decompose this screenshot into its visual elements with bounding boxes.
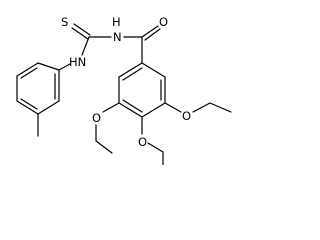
bond-nh-ring — [58, 63, 71, 71]
bond-carbonyl-1 — [141, 25, 159, 38]
bond-ring2-inner-2 — [122, 99, 143, 113]
molecule-diagram: S HN H N O O O O — [16, 15, 232, 165]
bond-ring2-f — [141, 62, 166, 78]
bonds — [16, 23, 232, 165]
bond-ring-o-right — [164, 102, 182, 113]
bond-ring2-inner-1 — [122, 67, 143, 81]
bond-carbonyl-2 — [144, 28, 161, 41]
bond-ring1-inner-1 — [20, 67, 38, 79]
atom-ethoxy-oxygen-middle: O — [138, 135, 147, 149]
atom-ethoxy-oxygen-left: O — [92, 111, 101, 125]
bond-thiocarbonyl-1 — [73, 23, 91, 36]
atom-ethoxy-oxygen-right: O — [182, 109, 191, 123]
bond-ring2-a — [118, 62, 143, 78]
bond-ring2-d — [141, 102, 166, 118]
bond-ch2-ch3-left — [95, 140, 113, 154]
bond-thiocarbonyl-2 — [71, 27, 89, 40]
bond-ring1-e — [37, 100, 60, 115]
structure-canvas: S HN H N O O O O — [16, 15, 232, 165]
bond-ring1-inner-2 — [20, 98, 38, 110]
bond-c-nh — [81, 36, 90, 56]
bond-o-ch2-right — [192, 102, 211, 113]
bond-ring1-b — [16, 62, 39, 77]
bond-ring1-d — [16, 100, 39, 115]
bond-o-ch2-middle — [147, 142, 164, 153]
atom-thiocarbonyl-sulfur: S — [61, 15, 68, 29]
atom-thiourea-nh-left: HN — [69, 55, 86, 69]
atom-amide-nh-hydrogen: H — [112, 15, 121, 29]
bond-ring2-c — [118, 102, 143, 118]
atom-labels: S HN H N O O O O — [61, 15, 191, 149]
atom-thiourea-n-right: N — [113, 30, 122, 44]
bond-ring1-a — [37, 62, 60, 71]
bond-ring-o-left — [102, 102, 120, 113]
atom-carbonyl-oxygen: O — [159, 15, 168, 29]
bond-ch2-ch3-right — [209, 102, 232, 113]
